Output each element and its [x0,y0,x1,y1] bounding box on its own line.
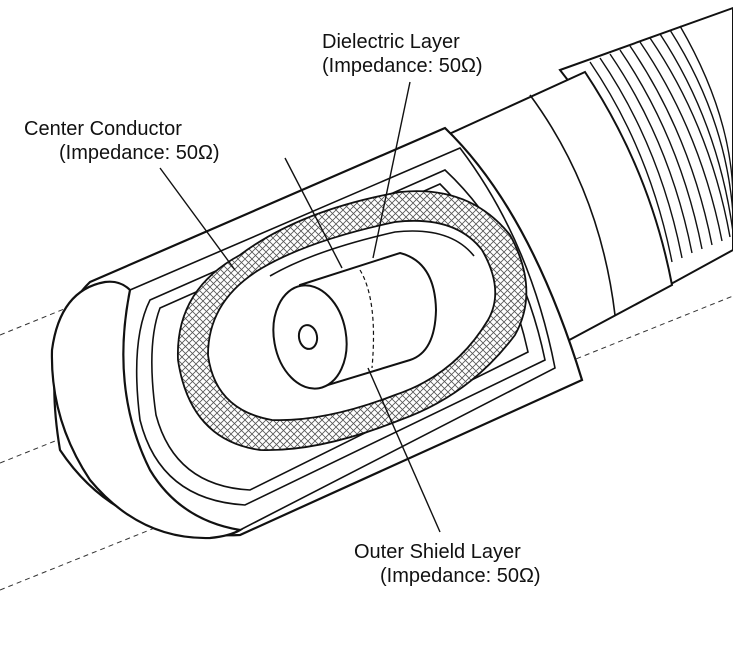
leader-line-center-conductor [159,167,236,271]
dielectric-layer [269,230,475,277]
label-shield-impedance: (Impedance: 50Ω) [380,565,541,587]
dielectric-inner-edge [269,230,475,277]
label-center-impedance: (Impedance: 50Ω) [59,142,220,164]
center-conductor [272,251,438,390]
leader-line-center-conductor-2 [284,157,343,269]
label-dielectric-impedance: (Impedance: 50Ω) [322,55,483,77]
leader-line-dielectric [372,81,411,259]
label-dielectric-name: Dielectric Layer [322,31,460,53]
connector-threads [589,25,733,263]
label-outer-shield-layer: Outer Shield Layer (Impedance: 50Ω) [354,540,541,588]
axis-line-bottom [0,295,733,591]
label-dielectric-layer: Dielectric Layer (Impedance: 50Ω) [322,30,483,78]
connector-collar-ring [529,94,616,316]
cable-cut-end-face [50,280,244,540]
leader-line-shield [367,367,441,533]
label-center-conductor: Center Conductor (Impedance: 50Ω) [24,117,220,165]
label-center-name: Center Conductor [24,118,182,140]
cable-cut-edge [129,147,556,531]
connector-head [423,6,733,347]
center-conductor-dashed-section [359,269,375,369]
leader-lines [159,81,441,533]
center-conductor-core [297,324,319,350]
label-shield-name: Outer Shield Layer [354,541,521,563]
outer-shield-braid-ring [177,190,528,452]
outer-shield-braid [177,190,528,452]
